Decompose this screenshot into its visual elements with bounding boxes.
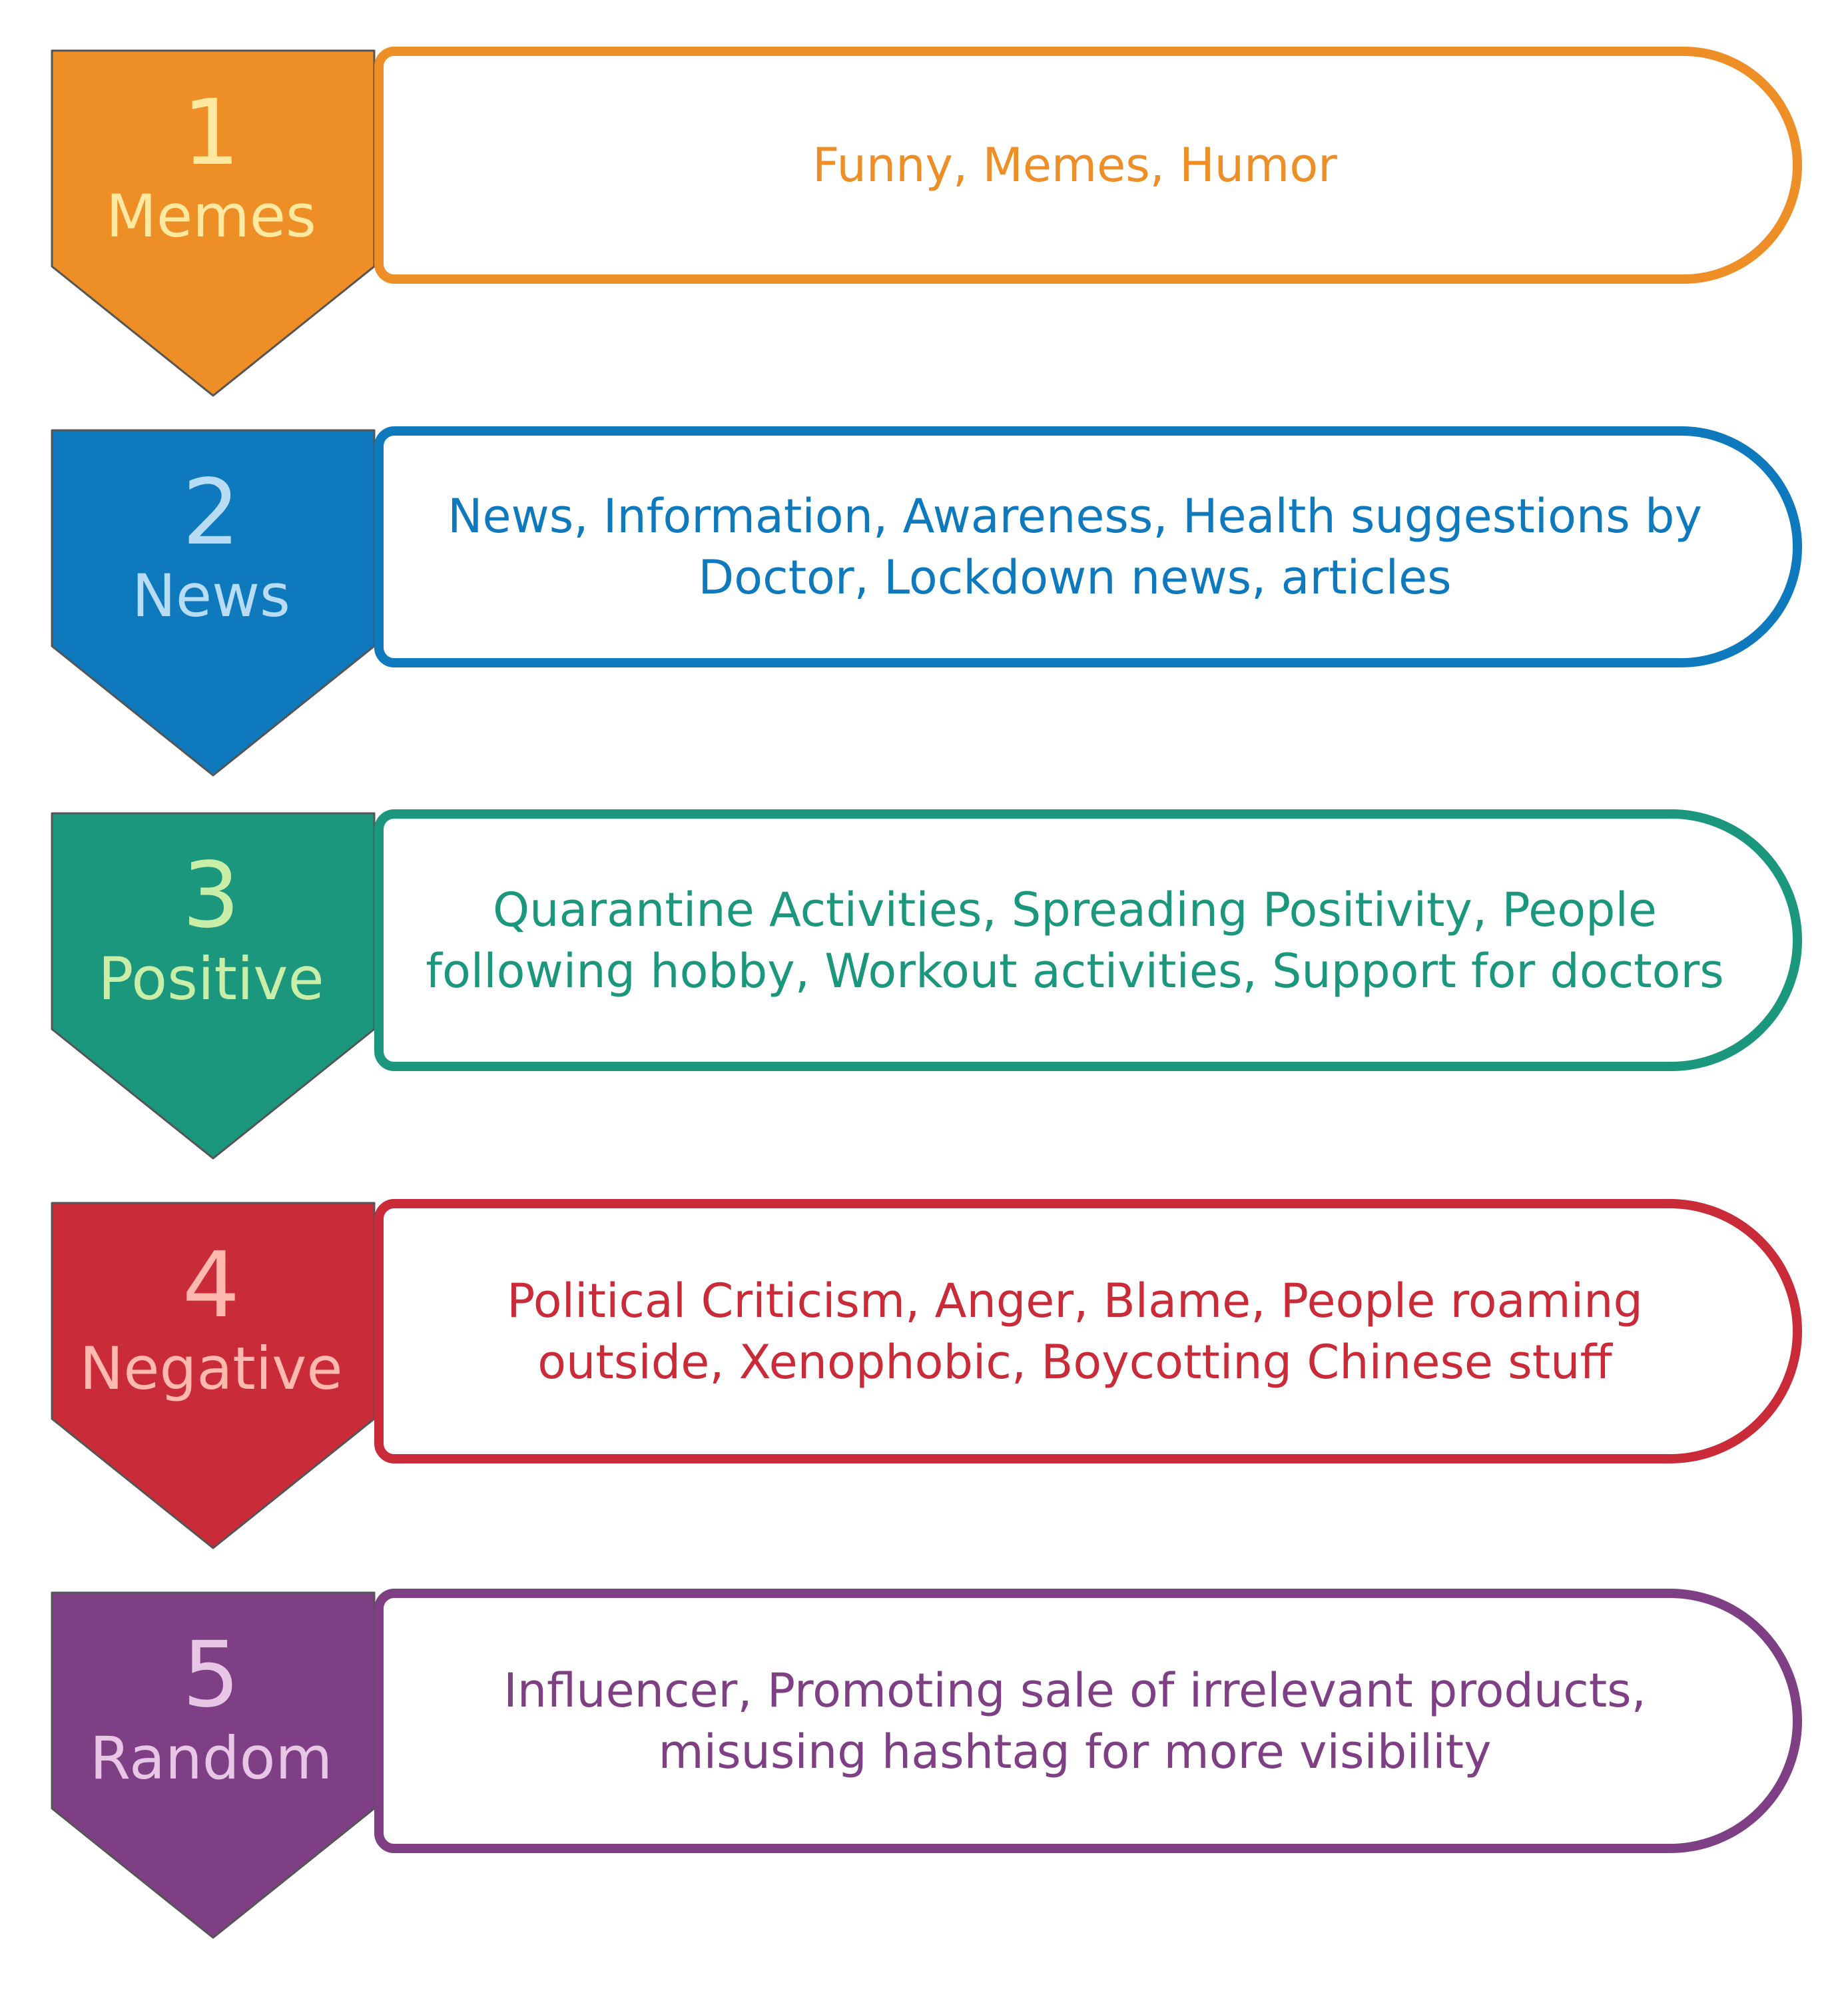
chevron-shape-4 <box>51 1202 376 1549</box>
category-description-5: Influencer, Promoting sale of irrelevant… <box>503 1663 1646 1779</box>
chevron-tag-1 <box>51 49 376 397</box>
category-number-4: 4 <box>182 1233 240 1338</box>
description-box-4: Political Criticism, Anger, Blame, Peopl… <box>374 1199 1802 1463</box>
category-row-1: 1 Memes Funny, Memes, Humor <box>0 47 1848 406</box>
chevron-tag-5 <box>51 1591 376 1939</box>
description-box-5: Influencer, Promoting sale of irrelevant… <box>374 1589 1802 1853</box>
category-label-5: Random <box>89 1724 333 1792</box>
category-label-1: Memes <box>106 182 316 250</box>
description-box-1: Funny, Memes, Humor <box>374 47 1802 284</box>
tag-text-5: 5 Random <box>48 1589 374 1792</box>
category-number-2: 2 <box>182 460 240 566</box>
chevron-tag-2 <box>51 429 376 777</box>
category-label-2: News <box>132 562 290 630</box>
category-label-3: Positive <box>98 945 324 1013</box>
chevron-shape-3 <box>51 812 376 1160</box>
category-row-2: 2 News News, Information, Awareness, Hea… <box>0 426 1848 786</box>
tag-text-2: 2 News <box>48 426 374 629</box>
tag-text-4: 4 Negative <box>48 1199 374 1402</box>
chevron-shape-2 <box>51 429 376 777</box>
category-description-4: Political Criticism, Anger, Blame, Peopl… <box>507 1273 1643 1390</box>
category-label-4: Negative <box>79 1334 343 1403</box>
category-description-1: Funny, Memes, Humor <box>812 138 1337 193</box>
chevron-shape-1 <box>51 49 376 397</box>
tag-text-1: 1 Memes <box>48 47 374 250</box>
category-row-4: 4 Negative Political Criticism, Anger, B… <box>0 1199 1848 1559</box>
category-row-3: 3 Positive Quarantine Activities, Spread… <box>0 809 1848 1169</box>
chevron-shape-5 <box>51 1591 376 1939</box>
description-box-3: Quarantine Activities, Spreading Positiv… <box>374 809 1802 1071</box>
category-row-5: 5 Random Influencer, Promoting sale of i… <box>0 1589 1848 1948</box>
description-box-2: News, Information, Awareness, Health sug… <box>374 426 1802 667</box>
chevron-tag-3 <box>51 812 376 1160</box>
category-description-3: Quarantine Activities, Spreading Positiv… <box>426 882 1724 998</box>
category-number-3: 3 <box>182 843 240 949</box>
category-number-1: 1 <box>182 81 240 186</box>
category-number-5: 5 <box>182 1623 240 1728</box>
chevron-tag-4 <box>51 1202 376 1549</box>
category-description-2: News, Information, Awareness, Health sug… <box>448 489 1702 605</box>
tag-text-3: 3 Positive <box>48 809 374 1012</box>
